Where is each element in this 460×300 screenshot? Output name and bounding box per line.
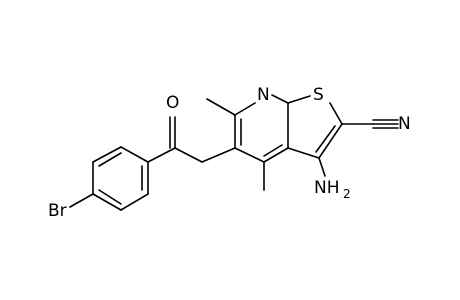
nitrile-nitrogen-label: N [398,114,411,134]
sulfur-label: S [313,85,324,105]
bond-ar1 [120,146,149,163]
oxygen-label: O [166,93,179,113]
bond-c3-c3a [287,147,320,159]
bond-ar5 [120,193,149,211]
bromine-label: Br [48,201,67,221]
bond-c5-c6 [234,102,256,116]
bond-co-aryl [147,147,176,163]
bond-ch2-co [174,147,203,163]
bond-c7a-c3a [263,147,289,163]
bond-ar4 [92,193,122,211]
pyridine-nitrogen-label: N [257,85,270,105]
bond-c6-n7 [271,94,289,104]
bond-s1-c2 [329,102,343,125]
bond-double-c2-c3 [315,125,336,153]
bond-ar-double-1 [98,152,122,167]
bond-c5-ch2 [201,147,236,163]
bond-c6-methyl [206,98,236,116]
amino-label: NH [314,178,340,198]
bond-ar2 [92,146,122,163]
bond-c2-c3 [318,123,343,159]
amino-subscript: 2 [343,187,351,201]
bond-c3-nh2 [318,157,326,177]
bond-ar-double-2 [98,189,122,205]
bond-c-br [69,193,94,208]
bond-double-c7a-c3a [263,144,283,157]
bond-c7a-s1 [287,95,311,104]
bond-c3a-c4 [234,147,265,163]
